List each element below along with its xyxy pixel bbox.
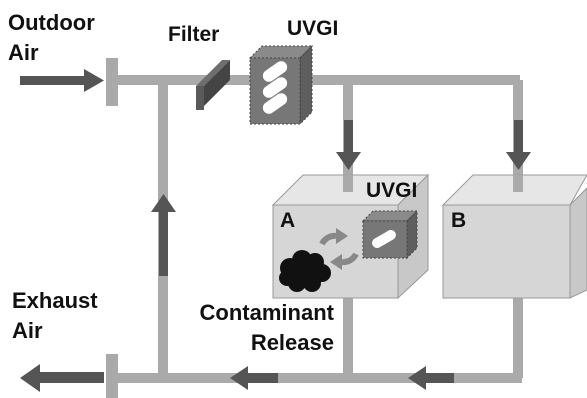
up-arrow-icon [151,194,176,276]
contaminant-release-label: Contaminant Release [172,298,334,358]
down-arrow-icon [506,120,531,170]
duct-network [112,75,523,383]
room-b-label: B [451,209,467,232]
uvgi-room-unit [361,209,419,260]
outdoor-air-label-line1: Outdoor [8,10,95,35]
uvgi-main-unit [248,44,314,126]
exhaust-air-label-line2: Air [12,318,43,343]
recirculation-icon [319,232,359,266]
uv-lamp-icon [262,61,288,114]
down-arrow-icon [336,120,361,170]
outdoor-air-label-line2: Air [8,40,39,65]
inlet-damper [106,58,118,106]
uvgi-room-label: UVGI [366,179,418,202]
cloud-icon [279,250,331,292]
contaminant-release-label-line2: Release [250,330,334,355]
exhaust-air-label: Exhaust Air [12,286,98,346]
outdoor-air-arrow [20,69,104,92]
room-b [441,174,587,299]
exhaust-air-arrow [20,364,104,392]
exhaust-air-label-line1: Exhaust [12,288,98,313]
outlet-damper [106,354,118,398]
recirc-arrowhead-2 [330,254,342,270]
uv-lamp-icon [372,230,396,248]
left-arrow-icon [230,366,278,390]
outdoor-air-label: Outdoor Air [8,8,95,68]
filter-icon [196,60,230,110]
uvgi-main-label: UVGI [287,17,339,40]
room-a-label: A [280,209,296,232]
filter-label: Filter [168,23,220,46]
contaminant-release-label-line1: Contaminant [199,300,334,325]
left-arrow-icon [408,366,454,390]
recirc-arrowhead-1 [336,228,348,244]
